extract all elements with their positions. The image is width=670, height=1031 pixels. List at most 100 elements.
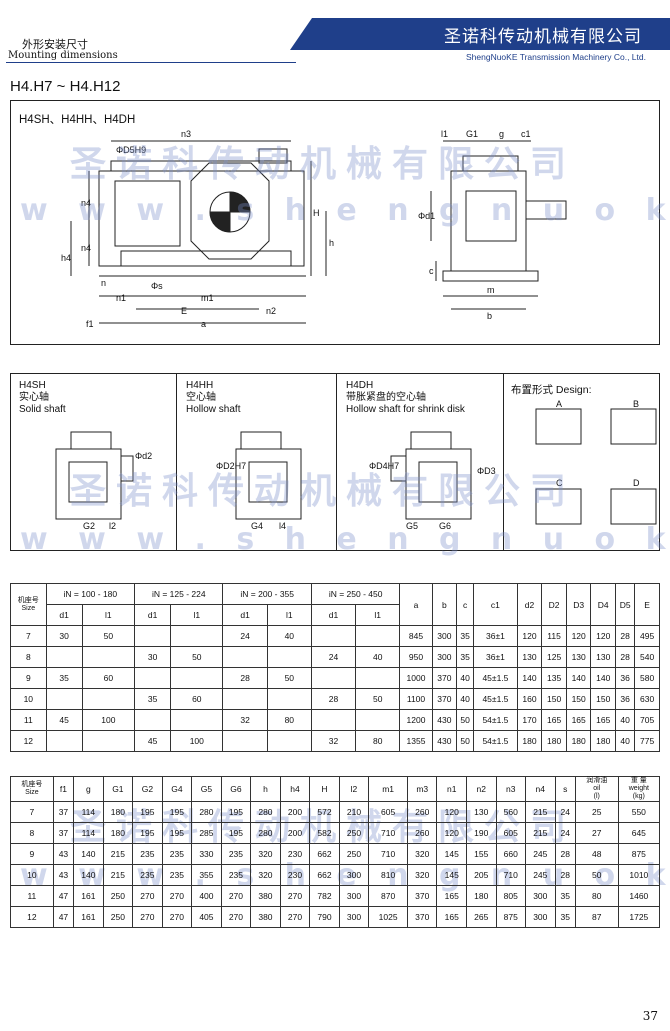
table-cell: 161 [73,906,104,928]
table-cell: 100 [81,709,136,731]
table-cell: 40 [456,688,475,710]
table-cell: 280 [191,801,222,823]
table-cell: 605 [368,801,408,823]
table-cell [45,730,83,752]
table-cell: 370 [406,906,438,928]
table-cell: 7 [10,625,47,647]
table-cell: 250 [338,822,370,844]
table-cell: 572 [309,801,340,823]
col-header: h4 [279,776,311,802]
table-cell: 550 [617,801,661,823]
table-cell: 50 [170,646,224,668]
table-cell: 270 [220,906,252,928]
ratio-group-header: iN = 250 - 450 [310,583,401,605]
table-cell: 200 [279,801,311,823]
svg-text:n: n [101,278,106,288]
table-cell: 1000 [399,667,433,689]
table-cell [170,709,224,731]
svg-text:n3: n3 [181,129,191,139]
table-cell: 320 [250,864,281,886]
table-cell: 380 [250,885,281,907]
col-header: D5 [615,583,636,626]
table-cell: 195 [161,822,193,844]
col-header: H [309,776,340,802]
section-title-en: Mounting dimensions [8,50,118,61]
table-cell: 320 [406,843,438,865]
table-cell: 11 [10,709,47,731]
table-cell: 28 [615,625,636,647]
table-cell: 195 [132,822,163,844]
svg-text:f1: f1 [86,319,94,329]
table-cell: 605 [495,822,527,844]
table-cell: 165 [565,709,592,731]
table-cell [355,709,401,731]
svg-text:m: m [487,285,495,295]
table-cell: 320 [406,864,438,886]
sub-col-header: d1 [310,604,357,626]
sub-col-header: l1 [266,604,312,626]
table-cell: 430 [431,730,458,752]
table-cell: 165 [590,709,617,731]
table-cell: 662 [309,864,340,886]
table-cell: 180 [466,885,497,907]
table-cell [310,667,357,689]
table-cell: 24 [222,625,268,647]
table-cell: 845 [399,625,433,647]
col-header: G6 [220,776,252,802]
model-range-title: H4.H7 ~ H4.H12 [10,78,121,95]
divider [176,374,177,550]
table-cell [222,646,268,668]
table-cell [45,646,83,668]
table-cell: 875 [495,906,527,928]
table-cell: 28 [222,667,268,689]
col-header: g [73,776,104,802]
table-cell: 270 [220,885,252,907]
table-cell [134,625,172,647]
table-cell: 115 [541,625,567,647]
col-header: b [431,583,458,626]
table-cell: 180 [102,801,134,823]
table-cell: 300 [525,906,556,928]
main-drawing-panel: H4SH、H4HH、H4DH [10,100,660,345]
table-cell: 150 [541,688,567,710]
svg-text:h4: h4 [61,253,71,263]
svg-text:l4: l4 [279,521,286,531]
table-cell: 120 [436,801,467,823]
svg-text:Φs: Φs [151,281,163,291]
table-cell: 30 [134,646,172,668]
table-cell: 1725 [617,906,661,928]
page-number: 37 [642,1009,658,1023]
table-cell: 7 [10,801,54,823]
svg-text:H: H [313,208,320,218]
table-cell: 87 [574,906,619,928]
table-cell: 140 [590,667,617,689]
table-cell: 165 [541,709,567,731]
svg-text:D: D [633,478,640,488]
design-title: 布置形式 Design: [511,384,592,396]
ratio-group-header: iN = 200 - 355 [222,583,312,605]
table-cell: 28 [554,864,576,886]
table-cell: 130 [466,801,497,823]
col-header: n2 [466,776,497,802]
col-header: G5 [191,776,222,802]
table-cell: 705 [634,709,660,731]
svg-text:n4: n4 [81,198,91,208]
table-cell: 60 [170,688,224,710]
table-cell: 285 [191,822,222,844]
table-cell: 35 [134,688,172,710]
table-cell: 265 [466,906,497,928]
table-cell [81,730,136,752]
table-cell: 540 [634,646,660,668]
table-cell: 250 [338,843,370,865]
table-cell: 630 [634,688,660,710]
section-title-cn: 外形安装尺寸 [22,38,88,51]
table-cell: 50 [456,709,475,731]
col-header: G2 [132,776,163,802]
svg-text:ΦD3: ΦD3 [477,466,496,476]
sub-col-header: d1 [45,604,83,626]
